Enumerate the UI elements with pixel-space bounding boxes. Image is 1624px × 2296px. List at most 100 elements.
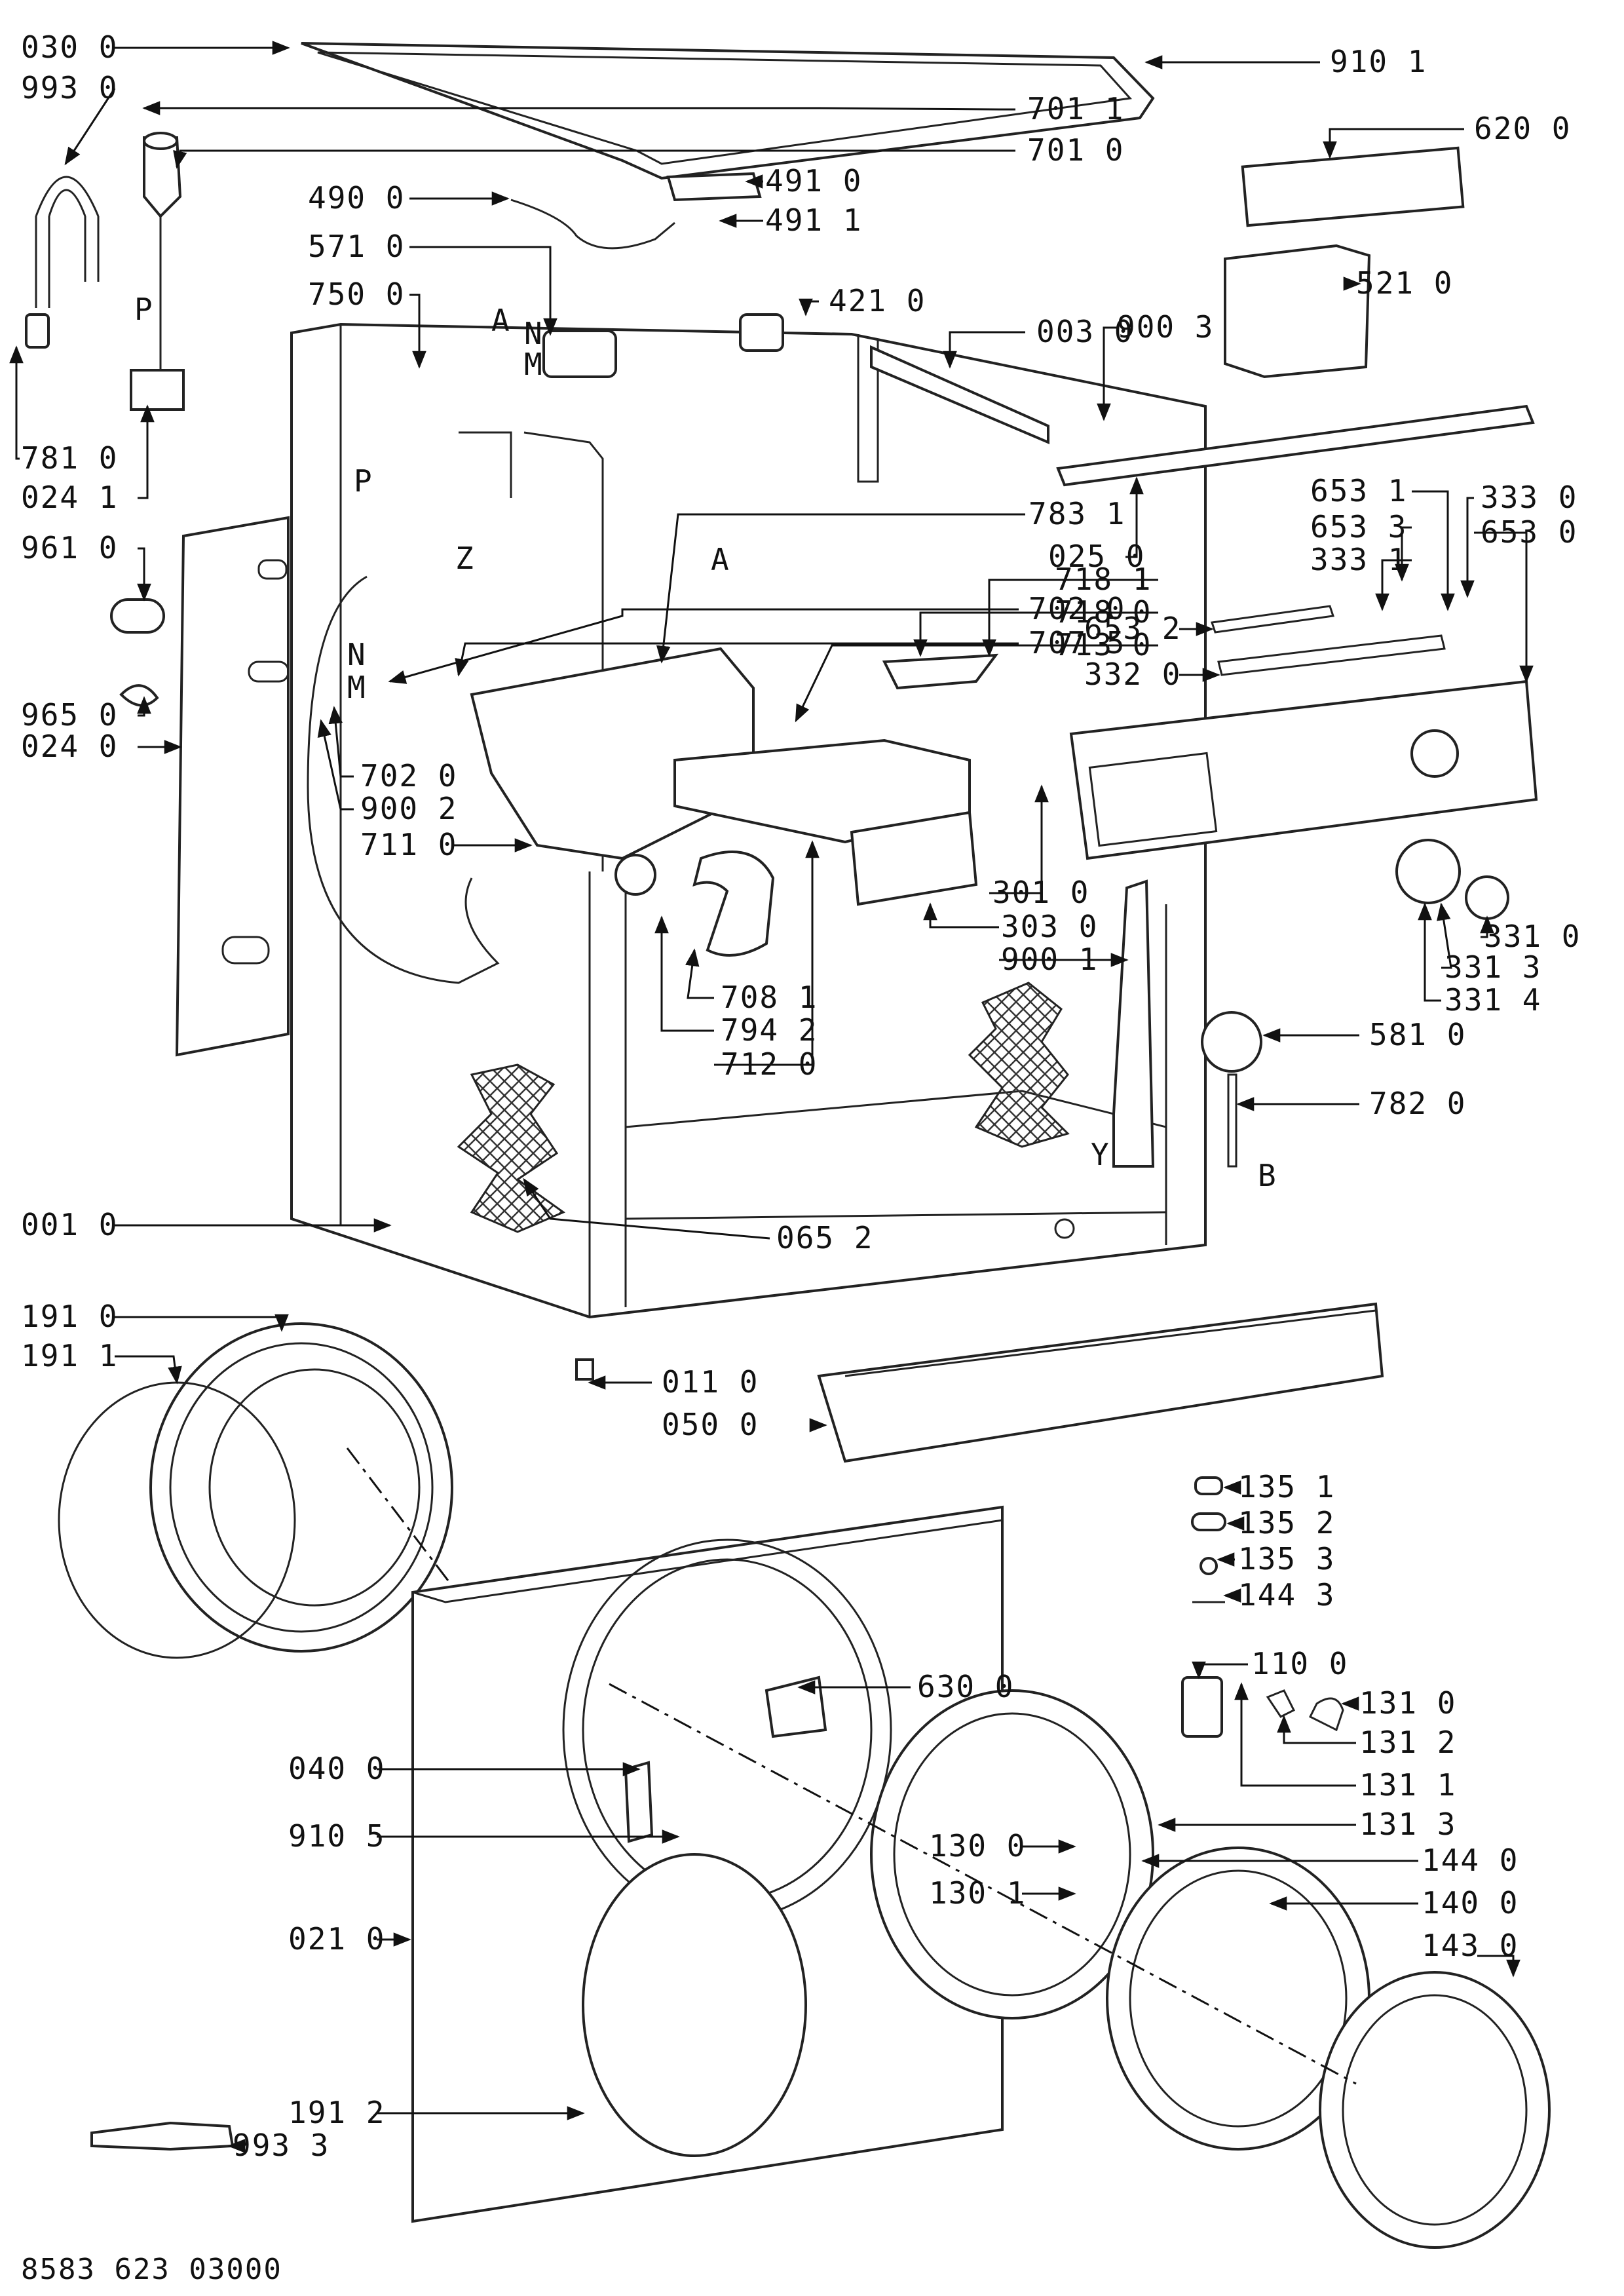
part-label-131-2: 131 2: [1359, 1725, 1456, 1760]
part-label-965-0: 965 0: [21, 697, 118, 733]
rear-panel-drawing: [175, 516, 290, 1057]
leader-line-653-0: [1474, 531, 1534, 683]
clip-965-drawing: [119, 684, 159, 707]
door-outer-143: [1319, 1971, 1551, 2249]
part-label-001-0: 001 0: [21, 1207, 118, 1242]
letter-callout-m: M: [524, 347, 544, 382]
part-label-521-0: 521 0: [1356, 265, 1453, 301]
part-label-701-0: 701 0: [1027, 132, 1124, 168]
part-label-421-0: 421 0: [829, 283, 926, 318]
electronic-board-620: [1241, 146, 1465, 227]
part-label-025-0: 025 0: [1048, 539, 1145, 574]
part-label-024-1: 024 1: [21, 480, 118, 515]
part-label-713-0: 713 0: [1055, 627, 1152, 662]
part-label-490-0: 490 0: [308, 180, 405, 216]
part-label-750-0: 750 0: [308, 277, 405, 312]
electronic-module-521: [1224, 244, 1371, 379]
letter-callout-z: Z: [455, 541, 475, 576]
leader-line-783-1: [656, 513, 1025, 664]
foam-pad-right: [968, 982, 1070, 1148]
letter-callout-n: N: [524, 316, 544, 351]
part-label-718-1: 718 1: [1055, 562, 1152, 597]
tube-782: [1227, 1073, 1237, 1168]
part-label-961-0: 961 0: [21, 530, 118, 565]
inlet-hose-drawing: [25, 132, 185, 411]
door-handle-110: [1181, 1676, 1223, 1738]
part-label-781-0: 781 0: [21, 440, 118, 476]
leader-line-131-1: [1234, 1682, 1356, 1787]
leader-line-965-0: [137, 696, 151, 717]
part-label-993-3: 993 3: [233, 2128, 330, 2163]
leader-line-701-0: [173, 149, 1015, 169]
letter-callout-b: B: [1258, 1158, 1277, 1193]
leader-line-003-0: [943, 331, 1025, 369]
part-label-900-1: 900 1: [1001, 942, 1098, 977]
letter-callout-p: P: [134, 292, 154, 327]
part-label-040-0: 040 0: [288, 1751, 385, 1786]
leader-line-900-2: [317, 719, 354, 811]
foam-pad-left: [457, 1063, 566, 1233]
leader-line-333-0: [1460, 497, 1475, 598]
solenoid-valve-571: [542, 330, 617, 378]
letter-callout-m: M: [347, 670, 367, 705]
part-label-491-1: 491 1: [765, 202, 862, 238]
part-label-620-0: 620 0: [1474, 111, 1571, 146]
leader-line-421-0: [799, 298, 819, 316]
leader-line-331-4: [1418, 902, 1441, 1002]
leader-line-331-0: [1480, 915, 1494, 938]
leader-line-712-0: [714, 840, 820, 1066]
leader-line-191-1: [115, 1355, 182, 1385]
knob-331: [1395, 839, 1461, 904]
part-label-581-0: 581 0: [1369, 1017, 1466, 1052]
part-label-708-1: 708 1: [721, 980, 818, 1015]
leader-line-065-2: [523, 1177, 770, 1240]
part-label-131-0: 131 0: [1359, 1685, 1456, 1721]
leader-line-110-0: [1192, 1661, 1248, 1679]
part-label-110-0: 110 0: [1251, 1646, 1348, 1681]
leader-line-718-1: [982, 579, 1158, 657]
foot-011: [575, 1358, 594, 1381]
part-label-130-0: 130 0: [929, 1828, 1026, 1864]
leader-line-781-0: [9, 345, 24, 460]
mains-cable-490: [510, 199, 675, 250]
part-label-135-1: 135 1: [1238, 1469, 1335, 1504]
part-label-065-2: 065 2: [776, 1220, 873, 1255]
part-label-130-1: 130 1: [929, 1875, 1026, 1911]
leader-line-794-2: [654, 915, 714, 1032]
part-label-140-0: 140 0: [1422, 1885, 1519, 1921]
part-label-131-1: 131 1: [1359, 1767, 1456, 1803]
leader-line-701-1: [142, 101, 1015, 115]
leader-line-301-0: [989, 784, 1049, 894]
leader-line-708-1: [685, 948, 714, 999]
part-label-900-2: 900 2: [360, 791, 457, 826]
part-label-003-0: 003 0: [1036, 314, 1133, 349]
part-label-135-3: 135 3: [1238, 1541, 1335, 1577]
leader-lines: [9, 41, 1534, 2153]
leader-line-131-2: [1277, 1715, 1356, 1744]
leader-line-702-0: [388, 608, 1019, 684]
hose-794: [692, 851, 775, 957]
side-member-900: [1112, 879, 1155, 1168]
part-label-144-0: 144 0: [1422, 1843, 1519, 1878]
drain-pump-drawing: [110, 598, 165, 634]
part-label-783-1: 783 1: [1029, 496, 1125, 531]
leader-line-961-0: [137, 547, 151, 602]
door-gasket-drawing: [58, 1322, 453, 1659]
part-label-718-0: 718 0: [1055, 594, 1152, 630]
part-label-653-1: 653 1: [1310, 473, 1407, 508]
part-label-653-0: 653 0: [1481, 514, 1577, 550]
knob-cap-331: [1465, 875, 1509, 920]
rail-003: [870, 345, 1049, 445]
part-label-782-0: 782 0: [1369, 1086, 1466, 1121]
part-label-135-2: 135 2: [1238, 1505, 1335, 1540]
leader-line-702-0: [328, 706, 354, 778]
letter-callout-n: N: [347, 637, 367, 672]
leader-line-707-5: [455, 642, 1019, 677]
lever-131: [1308, 1697, 1344, 1732]
part-label-707-5: 707 5: [1029, 625, 1125, 660]
part-label-331-4: 331 4: [1445, 982, 1541, 1018]
part-label-653-3: 653 3: [1310, 509, 1407, 545]
